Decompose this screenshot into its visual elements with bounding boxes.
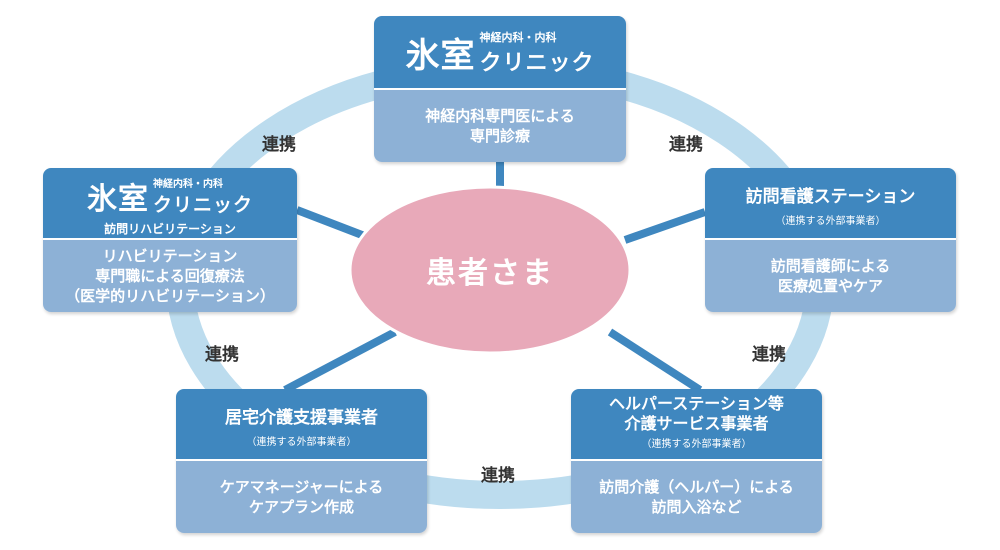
service-line: ケアマネージャーによる	[219, 478, 384, 496]
nursing-station-header: 訪問看護ステーション （連携する外部事業者）	[705, 168, 956, 238]
service-line: （医学的リハビリテーション）	[65, 287, 275, 305]
service-line: 専門職による回復療法	[95, 267, 245, 285]
external-provider-note: （連携する外部事業者）	[246, 437, 357, 448]
service-line: 訪問介護（ヘルパー）による	[599, 478, 794, 496]
clinic-rehab-service: リハビリテーション 専門職による回復療法 （医学的リハビリテーション）	[43, 238, 297, 312]
service-line: 訪問入浴など	[651, 498, 742, 516]
service-line: 医療処置やケア	[777, 277, 883, 295]
care-support-header: 居宅介護支援事業者 （連携する外部事業者）	[176, 389, 427, 459]
clinic-logo-main: 氷室	[86, 182, 149, 217]
clinic-logo-kana: クリニック	[152, 194, 253, 216]
nursing-station-title: 訪問看護ステーション	[745, 187, 916, 207]
helper-station-title-line: ヘルパーステーション等	[609, 394, 784, 413]
external-provider-note: （連携する外部事業者）	[641, 439, 752, 450]
clinic-logo-top: 氷室 神経内科・内科 クリニック	[374, 16, 626, 88]
clinic-logo-kana: クリニック	[479, 50, 595, 76]
nursing-station-box: 訪問看護ステーション （連携する外部事業者） 訪問看護師による 医療処置やケア	[705, 168, 956, 312]
patient-label: 患者さま	[426, 256, 554, 291]
service-line: 訪問看護師による	[770, 257, 891, 275]
renkei-label-bottom: 連携	[481, 466, 515, 486]
rehab-dept-label: 訪問リハビリテーション	[104, 222, 236, 236]
renkei-label-top-right: 連携	[669, 135, 703, 155]
connector-bottom-right	[607, 328, 703, 394]
helper-station-title-line: 介護サービス事業者	[624, 414, 769, 433]
connector-right	[623, 208, 707, 244]
service-line: 専門診療	[469, 127, 530, 145]
connector-bottom-left	[283, 328, 397, 394]
clinic-logo-main: 氷室	[405, 36, 476, 76]
helper-station-service: 訪問介護（ヘルパー）による 訪問入浴など	[571, 459, 822, 533]
clinic-logo-sub: 神経内科・内科	[152, 179, 223, 190]
service-line: リハビリテーション	[102, 247, 238, 265]
clinic-rehab-box: 氷室 神経内科・内科 クリニック 訪問リハビリテーション リハビリテーション 専…	[43, 168, 297, 312]
care-support-box: 居宅介護支援事業者 （連携する外部事業者） ケアマネージャーによる ケアプラン作…	[176, 389, 427, 533]
helper-station-header: ヘルパーステーション等 介護サービス事業者 （連携する外部事業者）	[571, 389, 822, 459]
service-line: ケアプラン作成	[248, 498, 354, 516]
clinic-box-top: 氷室 神経内科・内科 クリニック 神経内科専門医による 専門診療	[374, 16, 626, 162]
patient-circle	[348, 185, 632, 355]
nursing-station-service: 訪問看護師による 医療処置やケア	[705, 238, 956, 312]
clinic-rehab-logo: 氷室 神経内科・内科 クリニック 訪問リハビリテーション	[43, 168, 297, 238]
renkei-label-mid-right: 連携	[752, 345, 786, 365]
care-support-title: 居宅介護支援事業者	[225, 408, 378, 428]
external-provider-note: （連携する外部事業者）	[775, 216, 886, 227]
service-line: 神経内科専門医による	[425, 107, 575, 125]
helper-station-box: ヘルパーステーション等 介護サービス事業者 （連携する外部事業者） 訪問介護（ヘ…	[571, 389, 822, 533]
renkei-label-top-left: 連携	[262, 135, 296, 155]
clinic-logo-sub: 神経内科・内科	[479, 30, 557, 44]
care-support-service: ケアマネージャーによる ケアプラン作成	[176, 459, 427, 533]
renkei-label-mid-left: 連携	[205, 345, 239, 365]
clinic-top-service: 神経内科専門医による 専門診療	[374, 88, 626, 162]
